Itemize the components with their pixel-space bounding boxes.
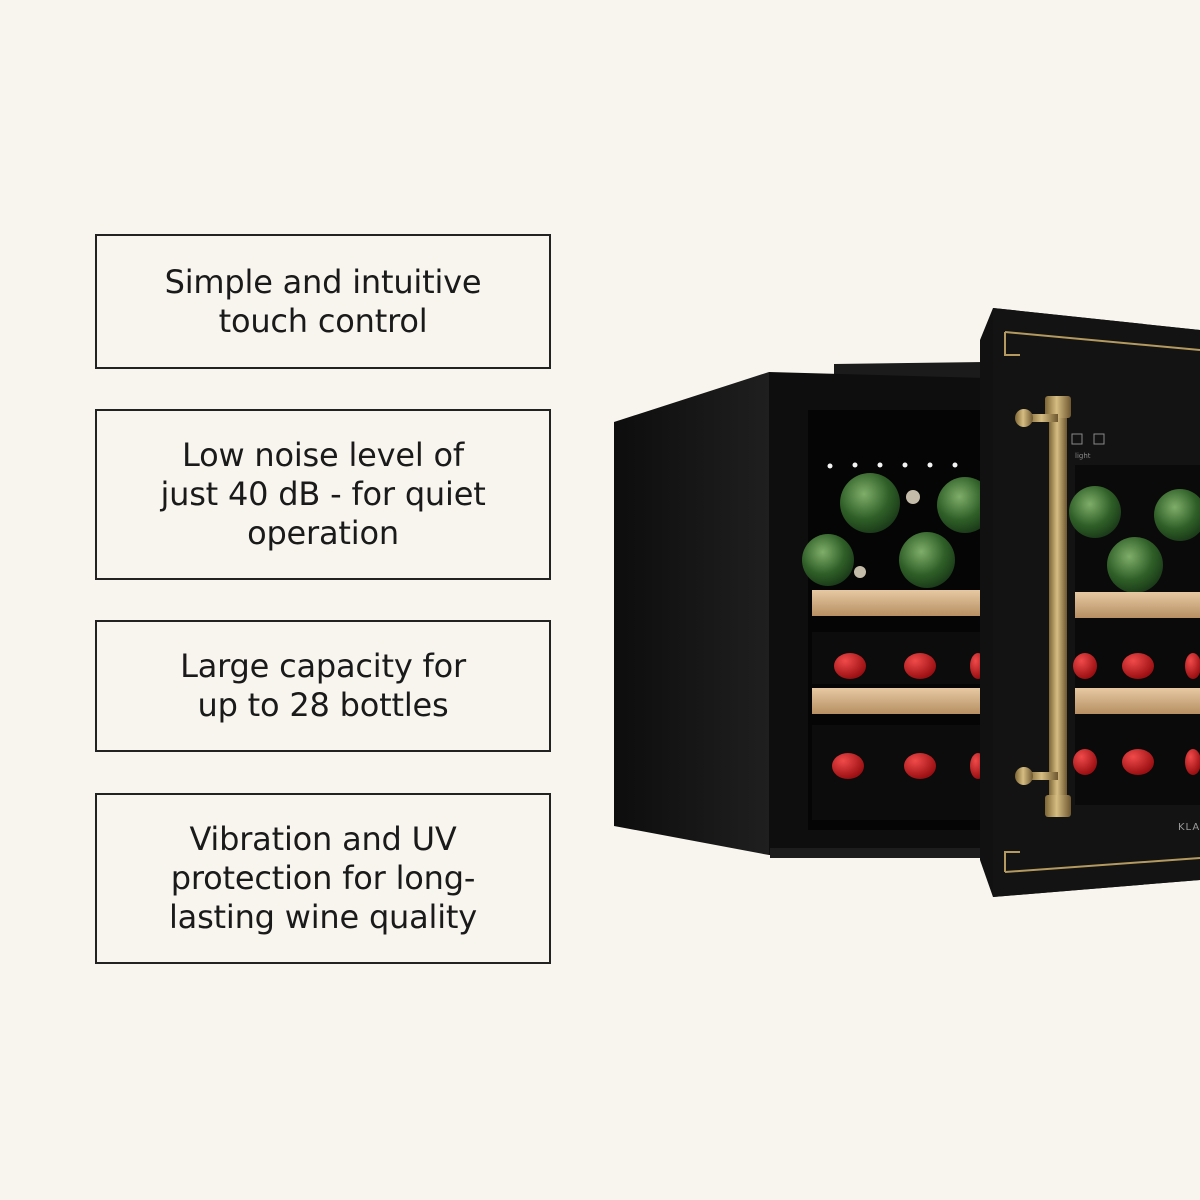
feature-box-touch-control: Simple and intuitive touch control	[95, 234, 551, 369]
feature-text: Vibration and UV protection for long- la…	[168, 820, 478, 936]
feature-text: Low noise level of just 40 dB - for quie…	[160, 436, 486, 552]
door-handle-icon	[1015, 396, 1071, 817]
feature-text: Simple and intuitive touch control	[164, 262, 482, 340]
touch-control-panel: light	[1071, 433, 1105, 460]
panel-label: light	[1075, 452, 1091, 460]
feature-box-capacity: Large capacity for up to 28 bottles	[95, 620, 551, 752]
feature-box-uv-protection: Vibration and UV protection for long- la…	[95, 793, 551, 964]
wine-cooler-image: light KLARSTE	[614, 308, 1200, 897]
feature-box-low-noise: Low noise level of just 40 dB - for quie…	[95, 409, 551, 580]
led-lights-icon	[827, 462, 958, 469]
feature-text: Large capacity for up to 28 bottles	[180, 647, 466, 724]
brand-label: KLARSTE	[1178, 822, 1200, 833]
